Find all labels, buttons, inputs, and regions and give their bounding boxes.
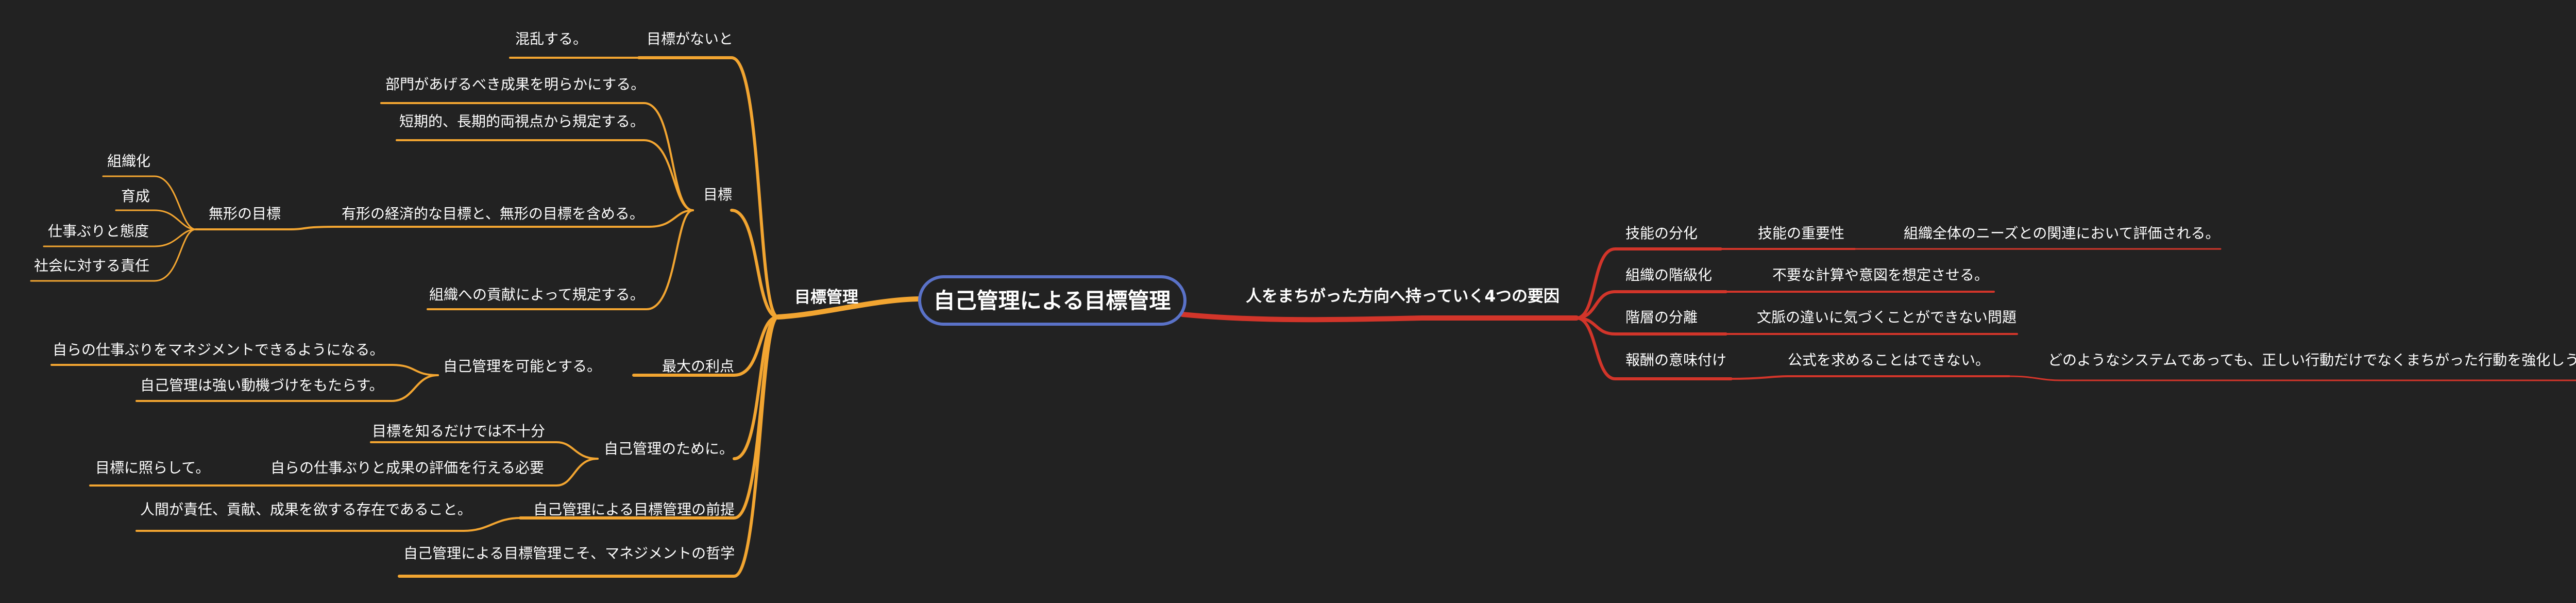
- link-premise: [519, 315, 779, 520]
- root-to-mokuhyo-kanri-link: [775, 296, 925, 320]
- link-hierarchy: [1575, 290, 1727, 320]
- root-node[interactable]: 自己管理による目標管理: [918, 275, 1187, 326]
- node-layer[interactable]: 階層の分離: [1625, 309, 1698, 326]
- node-intangible-item[interactable]: 仕事ぶりと態度: [48, 223, 149, 240]
- node-hierarchy[interactable]: 組織の階級化: [1625, 266, 1712, 283]
- root-title: 自己管理による目標管理: [934, 288, 1171, 313]
- link-manage-own: [50, 364, 439, 376]
- node-intangible-item[interactable]: 育成: [121, 188, 150, 205]
- root-node-border: [918, 275, 1187, 326]
- node-org-needs[interactable]: 組織全体のニーズとの関連において評価される。: [1904, 225, 2219, 242]
- node-right-main[interactable]: 人をまちがった方向へ持っていく4つの要因: [1246, 287, 1560, 306]
- link-shortlong: [396, 139, 694, 211]
- link-knowing: [370, 441, 599, 460]
- node-shortlong[interactable]: 短期的、長期的両視点から規定する。: [399, 113, 645, 130]
- link-human-curve: [135, 517, 521, 532]
- node-human[interactable]: 人間が責任、貢献、成果を欲する存在であること。: [140, 501, 472, 518]
- link-goal: [730, 209, 779, 319]
- node-selfmgmt-possible[interactable]: 自己管理を可能とする。: [443, 358, 601, 375]
- node-context[interactable]: 文脈の違いに気づくことができない問題: [1757, 309, 2016, 326]
- node-manage-own[interactable]: 自らの仕事ぶりをマネジメントできるようになる。: [53, 341, 384, 358]
- node-knowing[interactable]: 目標を知るだけでは不十分: [372, 423, 545, 440]
- node-dept[interactable]: 部門があげるべき成果を明らかにする。: [385, 76, 645, 93]
- node-formula[interactable]: 公式を求めることはできない。: [1788, 351, 1990, 368]
- link-biggest: [632, 315, 779, 377]
- node-intangible-item[interactable]: 社会に対する責任: [34, 257, 149, 274]
- node-biggest[interactable]: 最大の利点: [662, 358, 734, 375]
- node-reward[interactable]: 報酬の意味付け: [1625, 351, 1726, 368]
- node-in-light[interactable]: 目標に照らして。: [95, 459, 210, 476]
- link-skill-div: [1575, 247, 1722, 320]
- node-motivation[interactable]: 自己管理は強い動機づけをもたらす。: [140, 377, 384, 394]
- link-motivation: [135, 374, 439, 402]
- link-shigotoburi: [43, 228, 197, 247]
- node-goal[interactable]: 目標: [703, 186, 732, 203]
- node-mokuhyo-kanri[interactable]: 目標管理: [794, 288, 858, 307]
- node-evaluate[interactable]: 自らの仕事ぶりと成果の評価を行える必要: [270, 459, 544, 476]
- link-evaluate: [89, 458, 599, 487]
- right-branch-lines: [1180, 247, 2576, 381]
- node-tangible[interactable]: 有形の経済的な目標と、無形の目標を含める。: [342, 205, 644, 222]
- node-for-self[interactable]: 自己管理のために。: [604, 440, 734, 457]
- link-tangible: [195, 209, 694, 230]
- link-philosophy: [398, 315, 779, 578]
- node-contribution[interactable]: 組織への貢献によって規定する。: [429, 286, 645, 303]
- link-ikusei: [115, 209, 197, 230]
- link-formula: [1730, 375, 2010, 380]
- link-shakai: [30, 228, 197, 282]
- link-contribution: [427, 209, 694, 310]
- node-skill-imp[interactable]: 技能の重要性: [1758, 225, 1844, 242]
- link-reward: [1575, 316, 1733, 380]
- root-to-right-main-link: [1180, 312, 1425, 323]
- node-skill-div[interactable]: 技能の分化: [1625, 225, 1698, 242]
- node-premise[interactable]: 自己管理による目標管理の前提: [533, 501, 735, 518]
- left-branch-lines: [30, 56, 925, 578]
- link-soshikika: [102, 175, 197, 230]
- node-intangible[interactable]: 無形の目標: [209, 205, 281, 222]
- node-philosophy[interactable]: 自己管理による目標管理こそ、マネジメントの哲学: [403, 545, 735, 562]
- link-system: [2008, 375, 2576, 381]
- right-labels: 人をまちがった方向へ持っていく4つの要因 技能の分化 技能の重要性 組織全体のニ…: [1246, 225, 2576, 368]
- link-no-goal: [637, 56, 779, 319]
- node-unneeded[interactable]: 不要な計算や意図を想定させる。: [1772, 266, 1989, 283]
- node-intangible-item[interactable]: 組織化: [107, 153, 150, 170]
- node-system[interactable]: どのようなシステムであっても、正しい行動だけでなくまちがった行動を強化しうる。: [2048, 351, 2576, 368]
- left-labels: 目標管理 目標がないと 混乱する。 目標 部門があげるべき成果を明らかにする。 …: [34, 30, 858, 562]
- node-confusion[interactable]: 混乱する。: [515, 30, 587, 47]
- node-no-goal[interactable]: 目標がないと: [647, 30, 733, 47]
